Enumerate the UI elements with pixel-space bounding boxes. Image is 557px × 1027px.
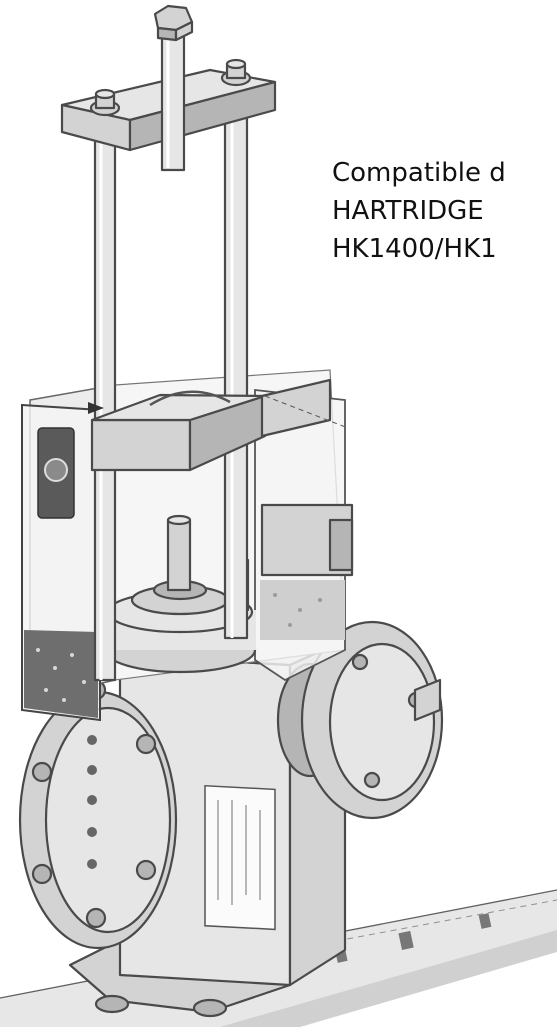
housing-left-panel <box>21 403 101 722</box>
caption-line-models: HK1400/HK1 <box>332 234 497 264</box>
front-flange <box>18 679 178 950</box>
housing-right-panel <box>254 388 354 682</box>
caption-line-compatible: Compatible d <box>332 158 506 188</box>
injector-assembly <box>103 514 257 674</box>
side-motor <box>276 620 444 820</box>
upper-clamp-block <box>88 378 349 472</box>
top-screw <box>153 4 194 172</box>
caption-line-brand: HARTRIDGE <box>332 196 484 226</box>
compatibility-caption: Compatible d HARTRIDGE HK1400/HK1 <box>332 154 557 268</box>
